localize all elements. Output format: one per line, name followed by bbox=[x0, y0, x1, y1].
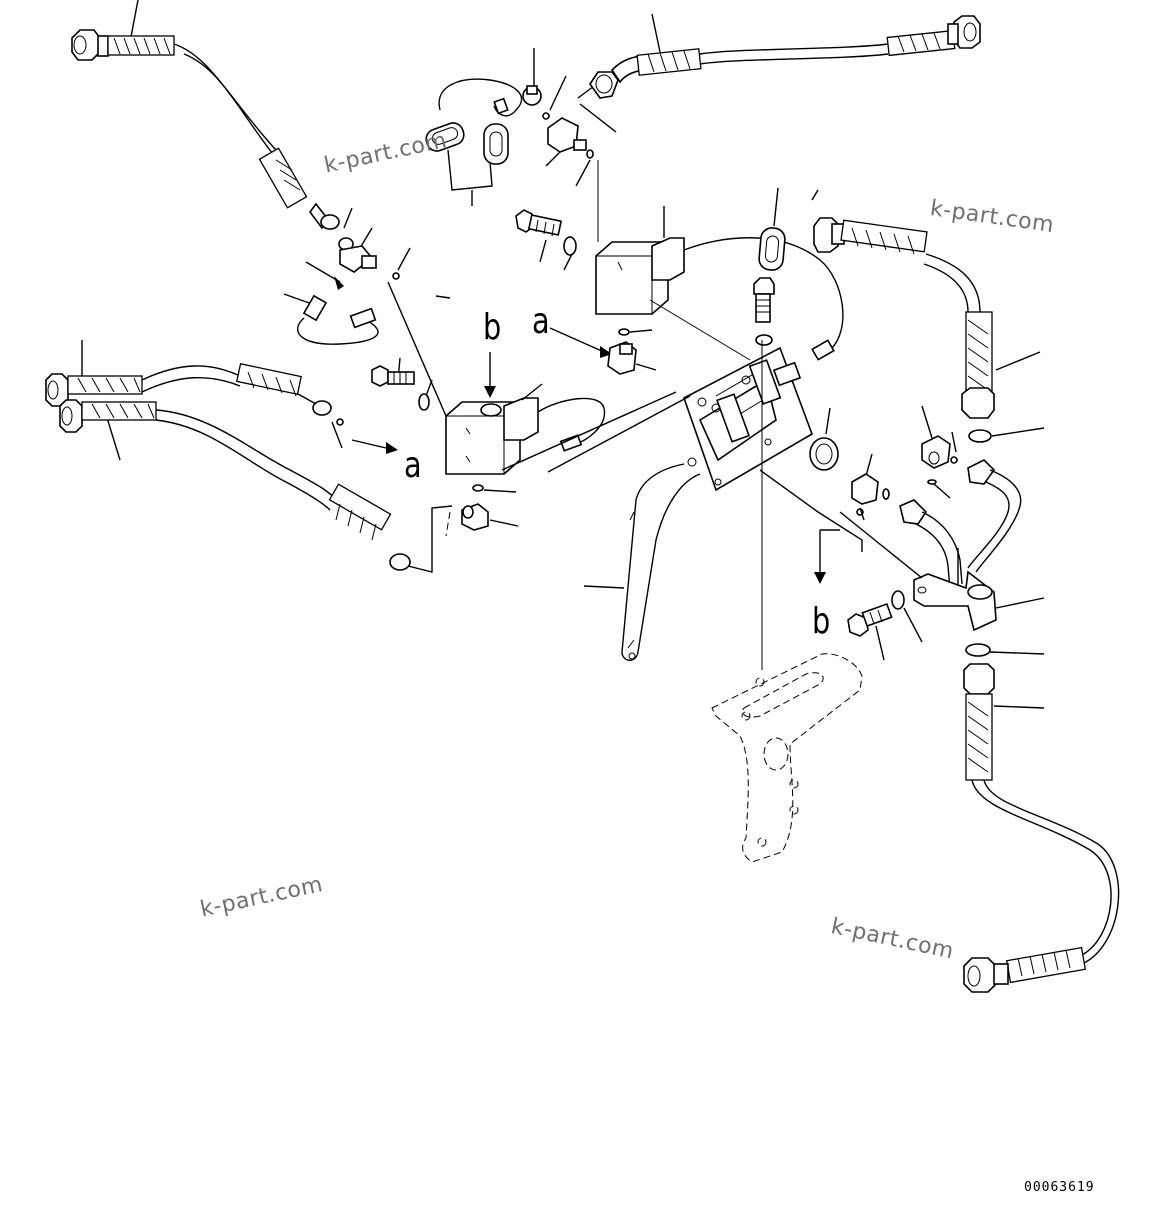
hose-nut-icon bbox=[45, 373, 83, 433]
valve-block-left bbox=[445, 352, 606, 475]
callout-b-right: b bbox=[812, 601, 831, 642]
hose-pair-left bbox=[45, 340, 453, 573]
top-center-hose bbox=[545, 13, 981, 187]
mounting-bracket bbox=[387, 281, 813, 661]
grommet bbox=[809, 407, 839, 471]
harness-clip-top bbox=[425, 48, 617, 206]
bolt-left bbox=[371, 357, 433, 411]
drawing-number: 00063619 bbox=[1024, 1180, 1095, 1195]
right-tube-assembly bbox=[758, 187, 1120, 993]
callout-b-top: b bbox=[483, 307, 502, 348]
callout-a-left: a bbox=[404, 445, 422, 486]
bolt-vertical bbox=[753, 277, 775, 670]
hose-top-left bbox=[71, 0, 340, 230]
elbow-fitting-center bbox=[851, 453, 890, 521]
section-b-arrow bbox=[759, 469, 863, 584]
callout-a-top: a bbox=[532, 301, 550, 342]
lower-bracket-phantom bbox=[711, 653, 863, 863]
bolt-right bbox=[847, 590, 923, 661]
valve-block-upper bbox=[549, 160, 844, 375]
bolt-top bbox=[515, 209, 577, 271]
hose-nut-icon bbox=[71, 29, 109, 61]
tee-fitting-left bbox=[283, 207, 411, 345]
elbow-fitting-left bbox=[445, 484, 519, 537]
